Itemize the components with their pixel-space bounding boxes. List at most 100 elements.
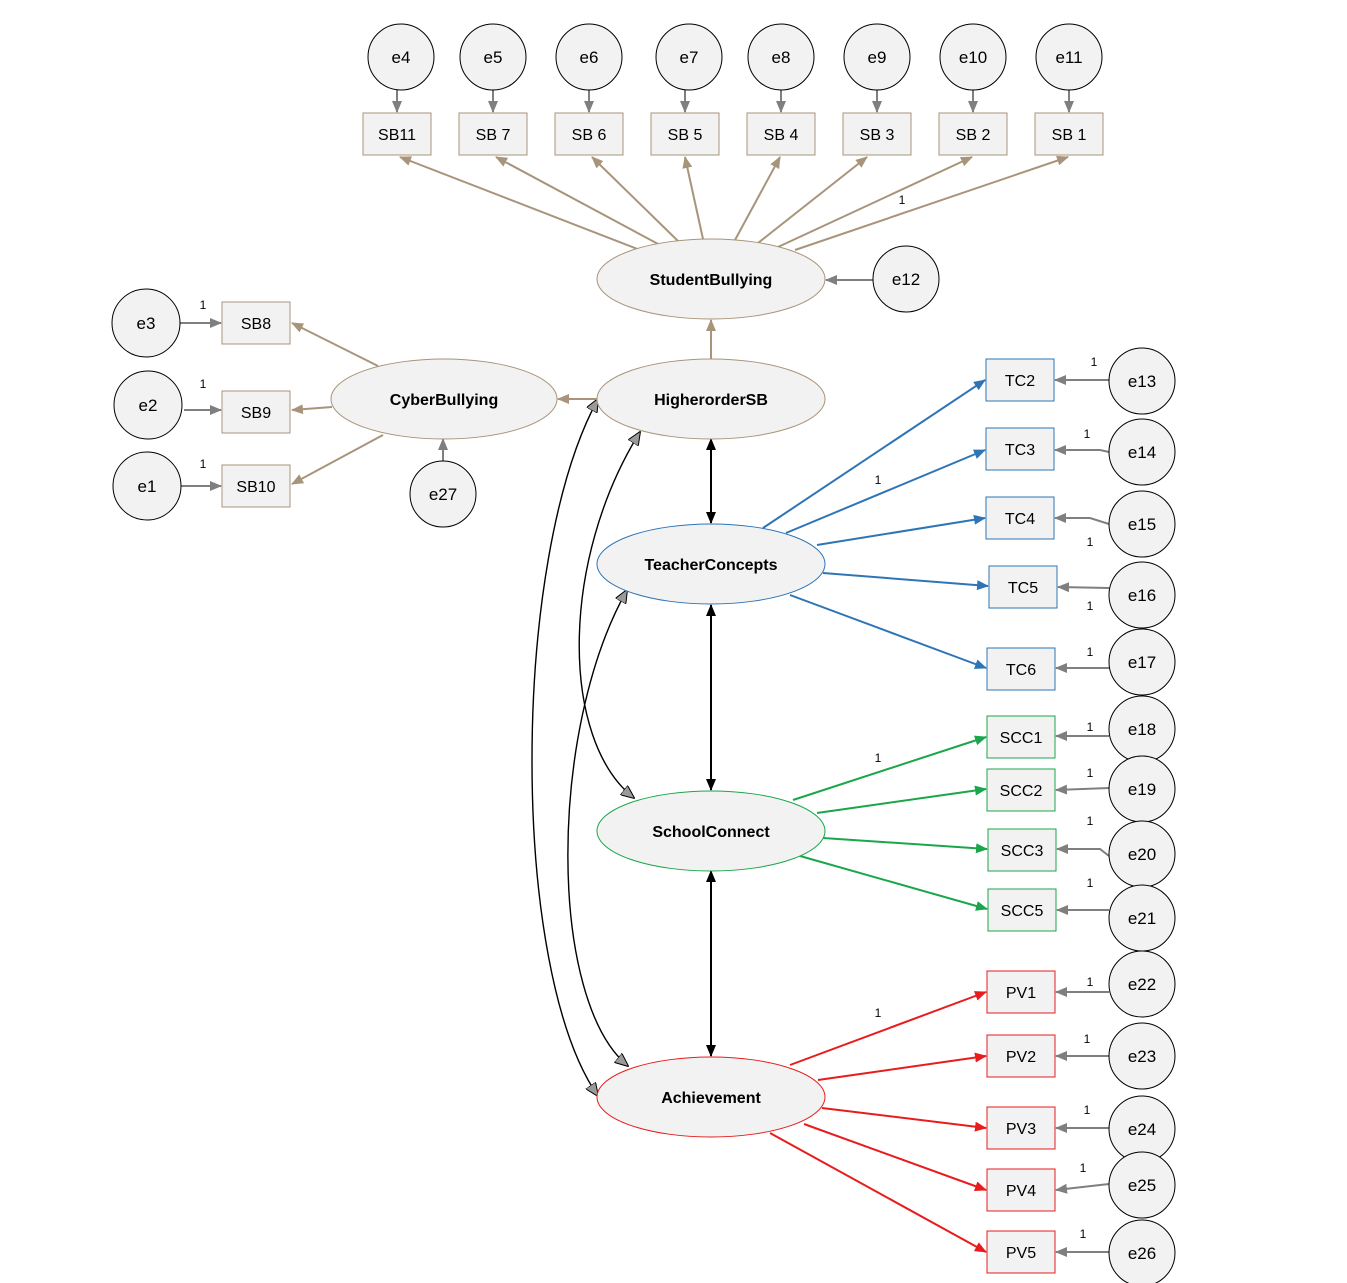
err-e2[interactable] — [113, 370, 183, 440]
obs-sb1[interactable] — [1034, 112, 1104, 156]
err-e17-label: e17 — [1128, 653, 1156, 672]
weight-e15: 1 — [1087, 535, 1094, 549]
err-e26[interactable] — [1108, 1219, 1176, 1283]
obs-tc2[interactable] — [985, 358, 1055, 402]
err-e19-label: e19 — [1128, 780, 1156, 799]
obs-sb5[interactable] — [650, 112, 720, 156]
err-e7-label: e7 — [680, 48, 699, 67]
weight-e21: 1 — [1087, 876, 1094, 890]
err-e12[interactable] — [872, 245, 940, 313]
path-cyber-sb9 — [291, 404, 333, 415]
obs-sb9[interactable] — [221, 390, 291, 434]
path-e15 — [1054, 513, 1110, 525]
err-e16[interactable] — [1108, 561, 1176, 629]
err-e9[interactable] — [843, 23, 911, 91]
err-e11[interactable] — [1035, 23, 1103, 91]
path-tc-tc4 — [816, 514, 986, 546]
covariances — [531, 399, 716, 1096]
error-terms: e4 e5 e6 e7 e8 e9 e10 e11 e12 e3 e2 e1 e… — [111, 23, 1176, 1283]
weight-e22: 1 — [1087, 975, 1094, 989]
obs-sb10[interactable] — [221, 464, 291, 508]
obs-sb2-label: SB 2 — [956, 127, 991, 144]
obs-tc5[interactable] — [988, 565, 1058, 609]
err-e3[interactable] — [111, 288, 181, 358]
latent-schoolconnect[interactable] — [596, 790, 826, 872]
weight-e23: 1 — [1084, 1032, 1091, 1046]
latent-studentbullying[interactable] — [596, 238, 826, 320]
err-e1[interactable] — [112, 451, 182, 521]
obs-scc2[interactable] — [986, 768, 1056, 812]
obs-sb11[interactable] — [362, 112, 432, 156]
path-sb-sb1 — [794, 155, 1069, 251]
err-e20-label: e20 — [1128, 845, 1156, 864]
teacherconcepts-loadings — [762, 379, 989, 669]
obs-sb6[interactable] — [554, 112, 624, 156]
obs-tc6[interactable] — [986, 647, 1056, 691]
err-e13-label: e13 — [1128, 372, 1156, 391]
obs-sb3-label: SB 3 — [860, 127, 895, 144]
weight-e20: 1 — [1087, 814, 1094, 828]
err-e22[interactable] — [1108, 950, 1176, 1018]
latent-teacherconcepts[interactable] — [596, 523, 826, 605]
obs-sb2[interactable] — [938, 112, 1008, 156]
weight-e18: 1 — [1087, 720, 1094, 734]
obs-pv2-label: PV2 — [1006, 1049, 1036, 1066]
obs-scc5[interactable] — [987, 888, 1057, 932]
path-sb-sb4 — [734, 156, 781, 241]
latent-higherordersb-label: HigherorderSB — [654, 392, 768, 409]
obs-tc4[interactable] — [985, 496, 1055, 540]
latent-achievement[interactable] — [596, 1056, 826, 1138]
obs-pv5-label: PV5 — [1006, 1245, 1036, 1262]
err-e17[interactable] — [1108, 628, 1176, 696]
obs-pv3[interactable] — [986, 1106, 1056, 1150]
err-e10[interactable] — [939, 23, 1007, 91]
latent-achievement-label: Achievement — [661, 1090, 761, 1107]
obs-sb10-label: SB10 — [236, 479, 275, 496]
latent-cyberbullying-label: CyberBullying — [390, 392, 498, 409]
path-scc-scc2 — [816, 785, 987, 814]
obs-pv4[interactable] — [986, 1168, 1056, 1212]
obs-sb3[interactable] — [842, 112, 912, 156]
obs-scc1[interactable] — [986, 715, 1056, 759]
err-e11-label: e11 — [1055, 48, 1082, 67]
obs-pv1[interactable] — [986, 970, 1056, 1014]
latent-cyberbullying[interactable] — [330, 358, 558, 440]
weight-sb10: 1 — [200, 457, 207, 471]
weight-e19: 1 — [1087, 766, 1094, 780]
obs-scc1-label: SCC1 — [1000, 730, 1043, 747]
path-sb-sb11 — [399, 156, 641, 251]
obs-sb1-label: SB 1 — [1052, 127, 1087, 144]
err-e8-label: e8 — [772, 48, 791, 67]
weight-e24: 1 — [1084, 1103, 1091, 1117]
latent-higherordersb[interactable] — [596, 358, 826, 440]
err-e10-label: e10 — [959, 48, 987, 67]
err-e5[interactable] — [459, 23, 527, 91]
err-e25[interactable] — [1108, 1151, 1176, 1219]
err-e14[interactable] — [1108, 418, 1176, 486]
err-e4[interactable] — [367, 23, 435, 91]
path-e20 — [1056, 844, 1110, 857]
err-e15[interactable] — [1108, 490, 1176, 558]
obs-tc3[interactable] — [985, 427, 1055, 471]
obs-sb6-label: SB 6 — [572, 127, 607, 144]
obs-pv5[interactable] — [986, 1230, 1056, 1274]
obs-pv2[interactable] — [986, 1034, 1056, 1078]
obs-scc5-label: SCC5 — [1001, 903, 1044, 920]
err-e7[interactable] — [655, 23, 723, 91]
path-e25 — [1055, 1183, 1110, 1194]
err-e16-label: e16 — [1128, 586, 1156, 605]
err-e8[interactable] — [747, 23, 815, 91]
err-e27-label: e27 — [429, 485, 457, 504]
obs-sb7[interactable] — [458, 112, 528, 156]
err-e13[interactable] — [1108, 347, 1176, 415]
weight-e25: 1 — [1080, 1161, 1087, 1175]
obs-sb4[interactable] — [746, 112, 816, 156]
err-e27[interactable] — [409, 460, 477, 528]
err-e23[interactable] — [1108, 1022, 1176, 1090]
path-e19 — [1055, 784, 1110, 795]
obs-sb8[interactable] — [221, 301, 291, 345]
obs-tc4-label: TC4 — [1005, 511, 1035, 528]
obs-scc3[interactable] — [987, 828, 1057, 872]
err-e6[interactable] — [555, 23, 623, 91]
